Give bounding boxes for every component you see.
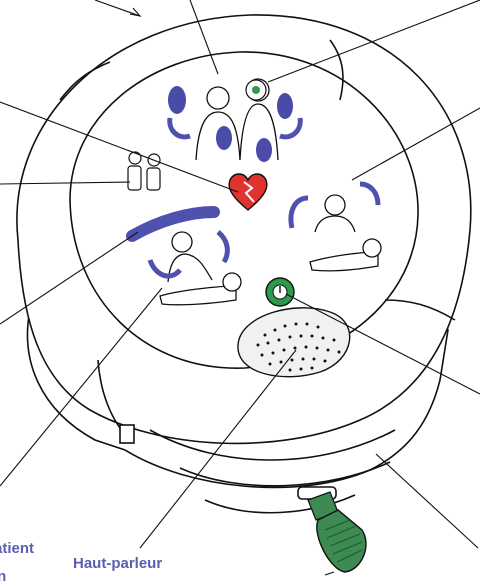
- status-indicator-icon: [246, 80, 266, 100]
- callout-label-cut: on: [0, 569, 6, 584]
- device-body: [17, 15, 471, 513]
- callout-label-patient: atient: [0, 541, 34, 556]
- callout-label-speaker: Haut-parleur: [73, 556, 162, 571]
- power-button-icon[interactable]: [266, 278, 294, 306]
- pull-handle-icon[interactable]: [308, 492, 366, 572]
